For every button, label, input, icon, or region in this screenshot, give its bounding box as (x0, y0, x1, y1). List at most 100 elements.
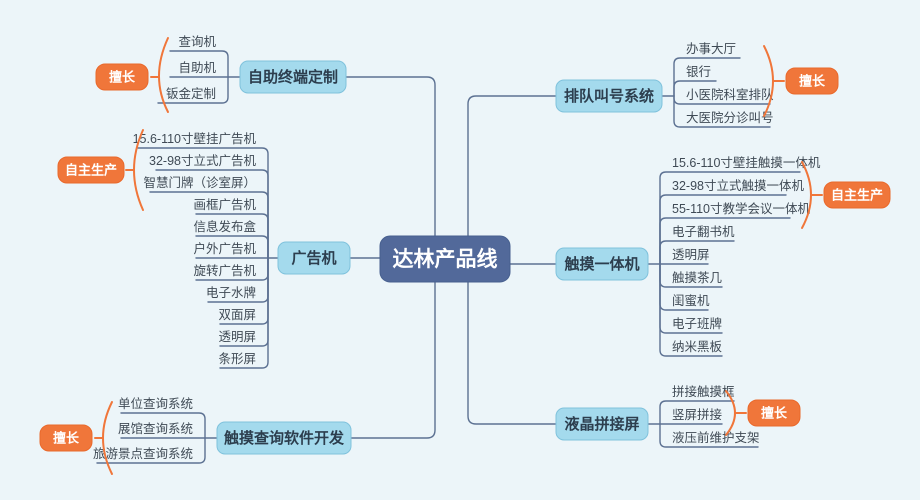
subtopic-underline (149, 191, 269, 259)
subtopic-label: 液压前维护支架 (672, 430, 760, 445)
subtopic-label: 信息发布盒 (193, 219, 256, 234)
subtopic-underline (195, 213, 269, 259)
subtopic-label: 大医院分诊叫号 (686, 111, 774, 125)
subtopic-underline (157, 76, 229, 104)
subtopic[interactable]: 15.6-110寸壁挂广告机 (133, 131, 269, 259)
tag-expertise[interactable]: 擅长 (95, 37, 169, 113)
subtopic[interactable]: 32-98寸立式触摸一体机 (659, 178, 804, 265)
topic-box (239, 60, 347, 94)
center-title: 达林产品线 (393, 247, 498, 271)
tag-text: 自主生产 (831, 188, 883, 203)
subtopic[interactable]: 大医院分诊叫号 (673, 95, 774, 128)
subtopic-label: 15.6-110寸壁挂触摸一体机 (672, 155, 821, 170)
tag-self-produced[interactable]: 自主生产 (57, 129, 144, 211)
connector (467, 281, 557, 425)
topic-label: 广告机 (291, 249, 336, 267)
topic-box (277, 241, 351, 275)
subtopic-label: 纳米黑板 (672, 340, 723, 354)
subtopic[interactable]: 电子翻书机 (659, 225, 735, 265)
subtopic[interactable]: 查询机 (169, 35, 229, 78)
tag-box (95, 63, 149, 91)
subtopic-underline (120, 412, 206, 439)
topic-node-touch-query-software[interactable]: 触摸查询软件开发 (216, 421, 352, 455)
subtopic-underline (659, 217, 791, 265)
tag-self-produced[interactable]: 自主生产 (801, 161, 891, 229)
topic-label: 排队叫号系统 (564, 87, 654, 105)
subtopic-label: 旋转广告机 (193, 263, 256, 278)
branch-queue-calling-system: 办事大厅 银行 小医院科室排队 大医院分诊叫号 排队叫号系统 擅长 (555, 41, 839, 128)
subtopic[interactable]: 旅游景点查询系统 (93, 437, 206, 464)
subtopic-underline (96, 437, 206, 464)
subtopic[interactable]: 液压前维护支架 (659, 423, 760, 448)
topic-label: 触摸一体机 (564, 255, 639, 273)
branch-lcd-splicing-screen: 拼接触摸框 竖屏拼接 液压前维护支架 液晶拼接屏 擅长 (555, 384, 801, 448)
tag-box (747, 399, 801, 427)
subtopic[interactable]: 智慧门牌（诊室屏） (143, 175, 269, 259)
subtopic[interactable]: 拼接触摸框 (659, 384, 735, 425)
tag-box (57, 156, 125, 184)
subtopic[interactable]: 信息发布盒 (193, 219, 269, 259)
subtopic-underline (169, 50, 229, 78)
subtopic[interactable]: 画框广告机 (193, 198, 269, 259)
subtopic-label: 钣金定制 (166, 86, 216, 101)
subtopic-label: 画框广告机 (193, 198, 256, 212)
tag-box (39, 424, 93, 452)
tag-text: 擅长 (53, 431, 80, 446)
topic-box (555, 247, 649, 281)
subtopic[interactable]: 展馆查询系统 (118, 421, 218, 439)
subtopic-label: 拼接触摸框 (672, 384, 735, 399)
subtopic-label: 单位查询系统 (118, 396, 193, 411)
subtopic-underline (659, 240, 735, 265)
topic-node-queue-calling-system[interactable]: 排队叫号系统 (555, 79, 663, 113)
tag-box (785, 67, 839, 95)
subtopic[interactable]: 32-98寸立式广告机 (149, 153, 269, 259)
tag-text: 擅长 (109, 70, 136, 85)
subtopic-label: 展馆查询系统 (118, 421, 193, 436)
tag-text: 擅长 (761, 406, 788, 421)
subtopic[interactable]: 户外广告机 (193, 241, 279, 259)
tag-bracket (158, 37, 169, 113)
subtopic-label: 透明屏 (218, 330, 256, 344)
subtopic[interactable]: 透明屏 (659, 248, 710, 265)
topic-label: 液晶拼接屏 (564, 415, 639, 433)
tag-bracket (763, 45, 774, 117)
subtopic[interactable]: 单位查询系统 (118, 396, 206, 439)
subtopic[interactable]: 55-110寸教学会议一体机 (659, 201, 810, 265)
branch-advertising-machine: 15.6-110寸壁挂广告机 32-98寸立式广告机 智慧门牌（诊室屏） 画框广… (57, 129, 351, 369)
subtopic-label: 电子翻书机 (672, 225, 735, 239)
subtopic[interactable]: 办事大厅 (673, 41, 741, 97)
subtopic[interactable]: 钣金定制 (157, 76, 229, 104)
branch-self-service-terminal: 查询机 自助机 钣金定制 自助终端定制 擅长 (95, 35, 347, 113)
subtopic-label: 32-98寸立式触摸一体机 (672, 178, 804, 193)
tag-expertise[interactable]: 擅长 (39, 401, 113, 475)
subtopic[interactable]: 竖屏拼接 (659, 407, 723, 425)
subtopic-label: 旅游景点查询系统 (93, 447, 193, 461)
subtopic[interactable]: 15.6-110寸壁挂触摸一体机 (659, 155, 821, 265)
subtopic-label: 双面屏 (218, 308, 256, 322)
topic-node-advertising-machine[interactable]: 广告机 (277, 241, 351, 275)
tag-expertise[interactable]: 擅长 (763, 45, 839, 117)
subtopic[interactable]: 小医院科室排队 (673, 87, 774, 105)
subtopic[interactable]: 纳米黑板 (659, 263, 723, 357)
subtopic-label: 小医院科室排队 (686, 87, 774, 102)
subtopic-underline (659, 400, 735, 425)
connector (467, 95, 557, 237)
tag-expertise[interactable]: 擅长 (725, 390, 801, 436)
subtopic-label: 办事大厅 (686, 41, 736, 56)
branch-touch-all-in-one: 15.6-110寸壁挂触摸一体机 32-98寸立式触摸一体机 55-110寸教学… (555, 155, 891, 357)
subtopic-underline (137, 147, 269, 259)
topic-label: 触摸查询软件开发 (224, 429, 345, 447)
center-topic-node[interactable]: 达林产品线 (379, 235, 511, 283)
topic-node-lcd-splicing-screen[interactable]: 液晶拼接屏 (555, 407, 649, 441)
subtopic-label: 15.6-110寸壁挂广告机 (133, 131, 257, 146)
subtopic-label: 银行 (686, 65, 711, 79)
subtopic-label: 查询机 (178, 35, 216, 49)
center-box (379, 235, 511, 283)
tag-text: 自主生产 (65, 163, 117, 178)
subtopic[interactable]: 银行 (673, 65, 717, 97)
topic-node-self-service-terminal[interactable]: 自助终端定制 (239, 60, 347, 94)
topic-node-touch-all-in-one[interactable]: 触摸一体机 (555, 247, 649, 281)
topic-box (555, 79, 663, 113)
subtopic[interactable]: 条形屏 (218, 257, 269, 369)
